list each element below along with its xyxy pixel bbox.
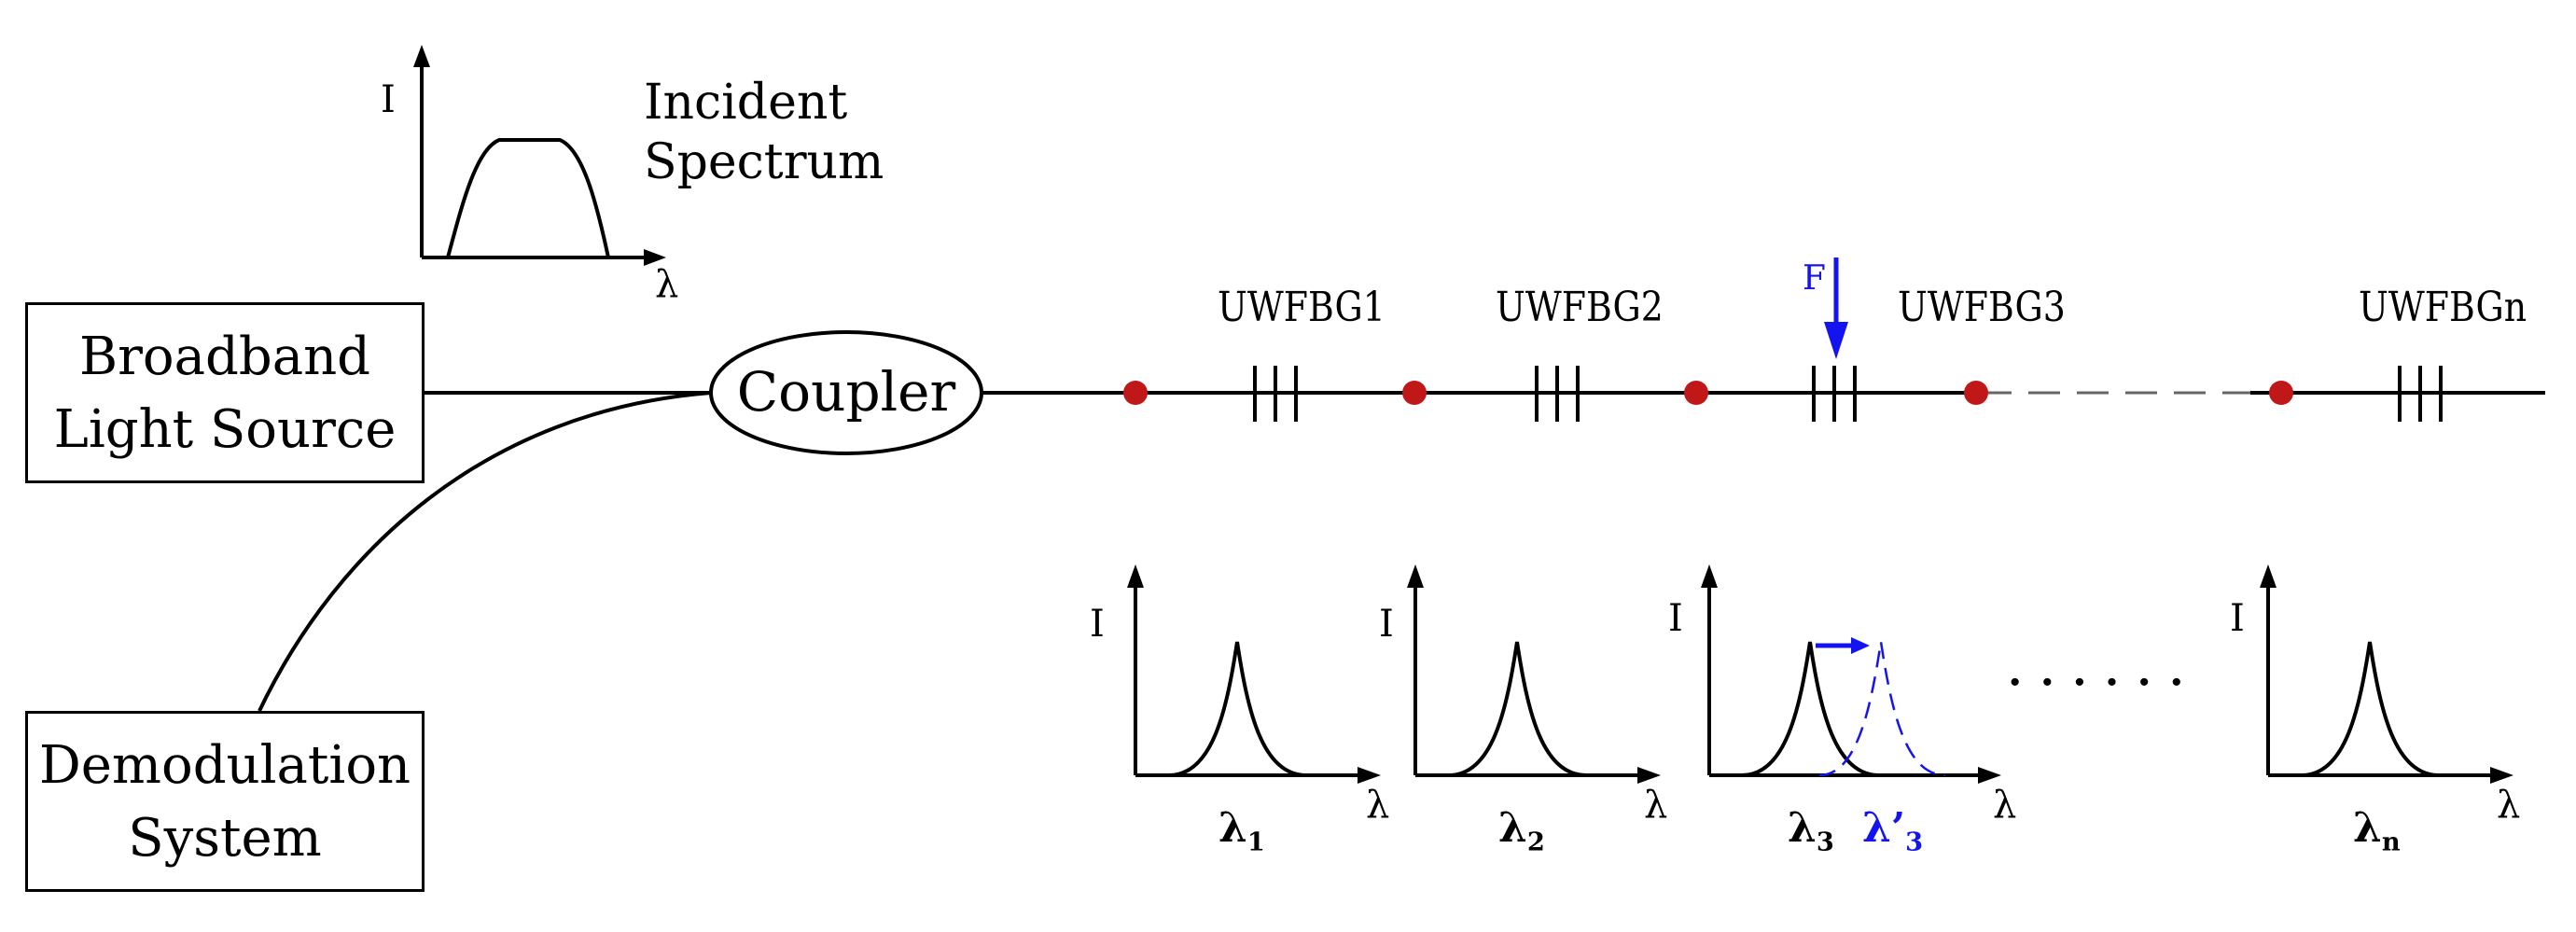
incident-spectrum-chart — [413, 45, 666, 266]
broadband-light-source-box: Broadband Light Source — [25, 302, 425, 483]
fiber-node-2 — [1402, 381, 1427, 405]
chart3-wavelength-label: λ3 — [1788, 804, 1834, 857]
reflection-chart-3 — [1701, 564, 2001, 784]
reflection-peak-1 — [1168, 641, 1307, 777]
grating-marks-3 — [1812, 366, 1857, 422]
chart1-wavelength-label: λ1 — [1218, 804, 1265, 857]
grating-label-n: UWFBGn — [2359, 284, 2527, 331]
chart3-axis-x-label: λ — [1993, 784, 2017, 827]
source-line-1: Broadband — [78, 327, 371, 387]
fiber-node-1 — [1123, 381, 1148, 405]
coupler-label: Coupler — [736, 360, 956, 424]
shift-arrow-head — [1851, 637, 1870, 654]
chart2-wavelength-sub: 2 — [1526, 827, 1545, 857]
chart3-shifted-wavelength-label: λ’3 — [1862, 804, 1923, 857]
chart2-axis-y-label: I — [1379, 603, 1394, 646]
grating-label-1: UWFBG1 — [1218, 284, 1385, 331]
force-arrow-head — [1824, 322, 1848, 359]
grating-marks-2 — [1535, 366, 1580, 422]
chart1-wavelength-symbol: λ — [1218, 804, 1247, 852]
source-line-2: Light Source — [53, 399, 397, 460]
chartn-axis-x-label: λ — [2497, 784, 2521, 827]
chart1-wavelength-sub: 1 — [1246, 827, 1265, 857]
reflection-chart-2 — [1407, 564, 1661, 784]
chart1-axis-x-label: λ — [1366, 784, 1390, 827]
fiber-node-3 — [1684, 381, 1708, 405]
grating-marks-1 — [1253, 366, 1298, 422]
chart2-axis-x-label: λ — [1644, 784, 1668, 827]
grating-label-3: UWFBG3 — [1898, 284, 2066, 331]
chartn-axis-y-label: I — [2230, 597, 2245, 640]
chartn-wavelength-label: λn — [2353, 804, 2401, 857]
fiber-node-5 — [2269, 381, 2293, 405]
chart2-wavelength-symbol: λ — [1498, 804, 1527, 852]
reflection-chart-1 — [1127, 564, 1381, 784]
reflection-peak-2 — [1448, 641, 1587, 777]
incident-axis-x-label: λ — [655, 263, 679, 306]
shifted-peak-3 — [1818, 641, 1946, 777]
reflection-peak-n — [2301, 641, 2440, 777]
chartn-wavelength-symbol: λ — [2353, 804, 2382, 852]
chart3-wavelength-sub: 3 — [1816, 827, 1834, 857]
demod-to-coupler-curve — [258, 391, 712, 712]
incident-spectrum-curve — [446, 138, 610, 258]
ellipsis-dots: · · · · · · — [2008, 659, 2186, 706]
demodulation-system-box: Demodulation System — [25, 711, 425, 892]
force-label: F — [1803, 259, 1826, 298]
incident-title-line-1: Incident — [644, 75, 848, 131]
grating-label-2: UWFBG2 — [1496, 284, 1664, 331]
chart3-shifted-sub: 3 — [1905, 827, 1924, 857]
incident-title-line-2: Spectrum — [644, 134, 884, 190]
fiber-node-4 — [1964, 381, 1988, 405]
chart2-wavelength-label: λ2 — [1498, 804, 1545, 857]
grating-marks-n — [2398, 366, 2443, 422]
chart3-shifted-symbol: λ’ — [1862, 804, 1906, 852]
incident-spectrum-title: Incident Spectrum — [644, 73, 884, 192]
demod-line-1: Demodulation — [38, 735, 411, 796]
chart3-wavelength-symbol: λ — [1788, 804, 1817, 852]
demod-line-2: System — [128, 808, 322, 869]
chartn-wavelength-sub: n — [2381, 827, 2401, 857]
reflection-chart-n — [2260, 564, 2513, 784]
chart3-axis-y-label: I — [1668, 597, 1683, 640]
incident-axis-y-label: I — [381, 78, 396, 121]
reflection-peak-3 — [1741, 641, 1880, 777]
chart1-axis-y-label: I — [1090, 603, 1105, 646]
